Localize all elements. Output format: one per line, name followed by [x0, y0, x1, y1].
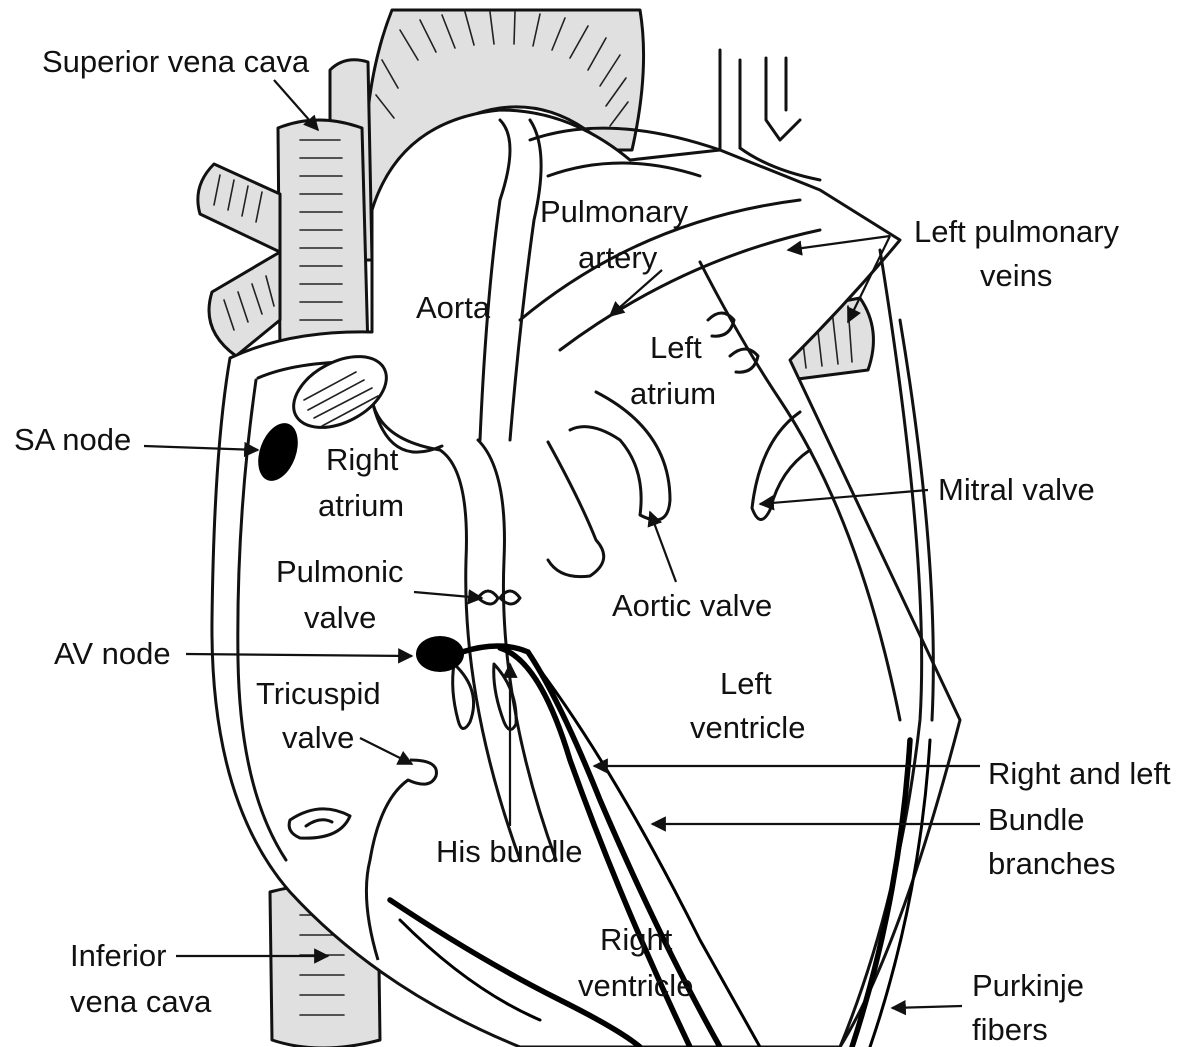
label-superior-vena-cava: Superior vena cava — [42, 44, 310, 79]
label-purkinje-fibers-1: Purkinje — [972, 968, 1084, 1003]
label-pulmonic-valve-2: valve — [304, 600, 376, 635]
label-pulmonary-artery-2: artery — [578, 240, 658, 275]
label-right-atrium-1: Right — [326, 442, 399, 477]
label-left-pulmonary-veins-1: Left pulmonary — [914, 214, 1120, 249]
label-inferior-vena-cava-1: Inferior — [70, 938, 166, 973]
label-aorta: Aorta — [416, 290, 491, 325]
label-bundle-branches-2: Bundle — [988, 802, 1085, 837]
label-inferior-vena-cava-2: vena cava — [70, 984, 212, 1019]
label-left-ventricle-2: ventricle — [690, 710, 805, 745]
label-right-atrium-2: atrium — [318, 488, 404, 523]
label-left-pulmonary-veins-2: veins — [980, 258, 1052, 293]
label-purkinje-fibers-2: fibers — [972, 1012, 1048, 1047]
label-mitral-valve: Mitral valve — [938, 472, 1095, 507]
label-sa-node: SA node — [14, 422, 131, 457]
av-node — [416, 636, 464, 672]
label-av-node: AV node — [54, 636, 171, 671]
superior-vena-cava — [278, 60, 372, 357]
label-right-ventricle-1: Right — [600, 922, 673, 957]
label-tricuspid-valve-2: valve — [282, 720, 354, 755]
label-bundle-branches-3: branches — [988, 846, 1116, 881]
label-bundle-branches-1: Right and left — [988, 756, 1171, 791]
label-left-ventricle-1: Left — [720, 666, 772, 701]
label-left-atrium-2: atrium — [630, 376, 716, 411]
right-pulmonary-veins — [198, 164, 280, 356]
label-tricuspid-valve-1: Tricuspid — [256, 676, 381, 711]
label-pulmonic-valve-1: Pulmonic — [276, 554, 404, 589]
label-pulmonary-artery-1: Pulmonary — [540, 194, 689, 229]
label-his-bundle: His bundle — [436, 834, 582, 869]
label-aortic-valve: Aortic valve — [612, 588, 772, 623]
label-right-ventricle-2: ventricle — [578, 968, 693, 1003]
label-left-atrium-1: Left — [650, 330, 702, 365]
